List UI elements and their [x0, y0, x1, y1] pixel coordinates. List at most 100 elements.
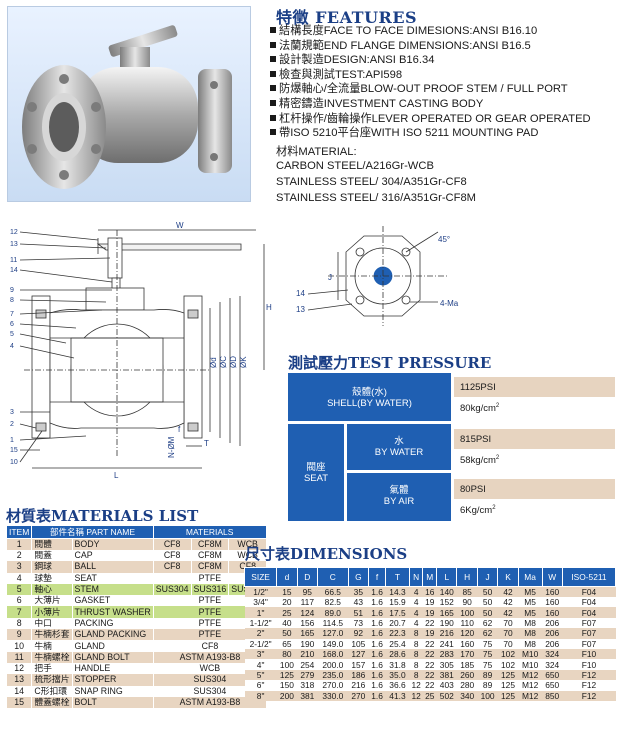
material-heading: 材料MATERIAL:: [276, 146, 357, 158]
table-cell: 43: [348, 597, 369, 608]
table-cell: CF8: [228, 561, 267, 573]
table-cell: 17.5: [385, 607, 410, 618]
top-dim-label: J: [328, 273, 332, 282]
table-cell: 9: [5, 629, 32, 641]
table-cell: 80: [276, 648, 298, 660]
table-cell: SUS316: [190, 583, 229, 596]
table-cell: 1.6: [368, 638, 386, 649]
table-cell: WCB: [228, 538, 267, 550]
dimensions-title: 尺寸表DIMENSIONS: [245, 545, 408, 563]
table-cell: 25: [276, 607, 298, 618]
water-kg: 58kg/cm2: [460, 455, 500, 467]
table-cell: 25: [422, 690, 437, 701]
table-cell: ASTM A193-B8: [152, 696, 267, 709]
features-list: 結構長度FACE TO FACE DIMESIONS:ANSI B16.10 法…: [270, 24, 615, 141]
table-cell: 105: [348, 638, 369, 649]
table-cell: 82.5: [317, 597, 349, 608]
feature-item: 防爆軸心/全流量BLOW-OUT PROOF STEM / FULL PORT: [270, 82, 615, 97]
table-cell: 165: [436, 607, 457, 618]
table-cell: 1-1/2": [244, 617, 277, 629]
table-cell: 235.0: [317, 669, 349, 681]
table-cell: 3/4": [244, 597, 277, 608]
table-cell: 22: [422, 669, 437, 681]
table-cell: M5: [518, 586, 542, 597]
table-cell: 13: [5, 674, 32, 686]
table-cell: M5: [518, 597, 542, 608]
table-cell: 95: [297, 586, 318, 597]
dim-label: f: [178, 425, 181, 434]
table-cell: 40: [276, 617, 298, 629]
feature-item: 帶ISO 5210平台座WITH ISO 5211 MOUNTING PAD: [270, 126, 615, 141]
shell-kg: 80kg/cm2: [460, 403, 500, 415]
table-cell: 110: [456, 617, 478, 629]
table-cell: GLAND: [71, 640, 154, 652]
table-cell: 25.4: [385, 638, 410, 649]
table-cell: 閥蓋: [31, 550, 73, 562]
table-cell: 小薄片: [31, 606, 73, 618]
col-header: d: [276, 567, 298, 587]
table-cell: CF8M: [190, 561, 229, 573]
col-header: G: [347, 567, 370, 587]
col-header: MATERIALS: [152, 525, 267, 539]
table-cell: 中口: [31, 617, 73, 630]
table-cell: ASTM A193-B8: [152, 651, 267, 663]
col-header: N: [408, 567, 424, 587]
table-cell: 140: [436, 586, 457, 597]
col-header: SIZE: [243, 567, 278, 587]
table-cell: 70: [497, 617, 519, 629]
table-cell: 324: [542, 659, 563, 670]
top-dim-label: 4-Ma: [440, 299, 459, 308]
table-cell: GLAND BOLT: [71, 651, 154, 663]
table-cell: M8: [518, 617, 542, 629]
table-cell: 1.6: [368, 690, 386, 701]
table-cell: 125: [497, 690, 519, 701]
table-cell: 牛楠杉套: [31, 629, 73, 641]
table-cell: 28.6: [385, 648, 410, 660]
material-line: CARBON STEEL/A216Gr-WCB: [276, 160, 434, 172]
table-cell: 149.0: [317, 638, 349, 649]
table-cell: 241: [436, 638, 457, 649]
table-cell: 100: [477, 690, 498, 701]
table-cell: 6: [5, 595, 32, 607]
table-cell: F04: [562, 586, 616, 597]
table-cell: F12: [562, 669, 616, 681]
table-cell: 42: [497, 586, 519, 597]
callout-label: 12: [10, 229, 18, 236]
col-header: M: [422, 567, 438, 587]
table-cell: 1/2": [244, 586, 277, 597]
table-cell: 1.6: [368, 617, 386, 629]
table-cell: 50: [477, 597, 498, 608]
table-cell: 8": [244, 690, 277, 701]
table-cell: GASKET: [71, 595, 154, 607]
table-cell: 170: [456, 648, 478, 660]
table-cell: 把手: [31, 662, 73, 675]
col-header: ITEM: [5, 525, 33, 539]
table-cell: CF8: [152, 538, 192, 550]
callout-label: 8: [10, 297, 14, 304]
table-row: 5軸心STEMSUS304SUS316SUS304: [5, 583, 267, 596]
table-cell: 2": [244, 628, 277, 639]
dim-label: N-ØM: [167, 436, 176, 458]
air-kg: 6Kg/cm2: [460, 505, 496, 517]
col-header: J: [476, 567, 499, 587]
table-cell: 73: [348, 617, 369, 629]
feature-item: 結構長度FACE TO FACE DIMESIONS:ANSI B16.10: [270, 24, 615, 39]
table-cell: 12: [409, 680, 423, 691]
table-cell: 65: [276, 638, 298, 649]
table-cell: 50: [477, 586, 498, 597]
table-cell: 牛楠: [31, 640, 73, 652]
callout-label: 2: [10, 421, 14, 428]
table-cell: BOLT: [71, 696, 154, 709]
col-header: 部件名稱 PART NAME: [31, 525, 154, 539]
col-header: T: [385, 567, 410, 587]
col-header: L: [436, 567, 458, 587]
table-cell: 22.3: [385, 628, 410, 639]
